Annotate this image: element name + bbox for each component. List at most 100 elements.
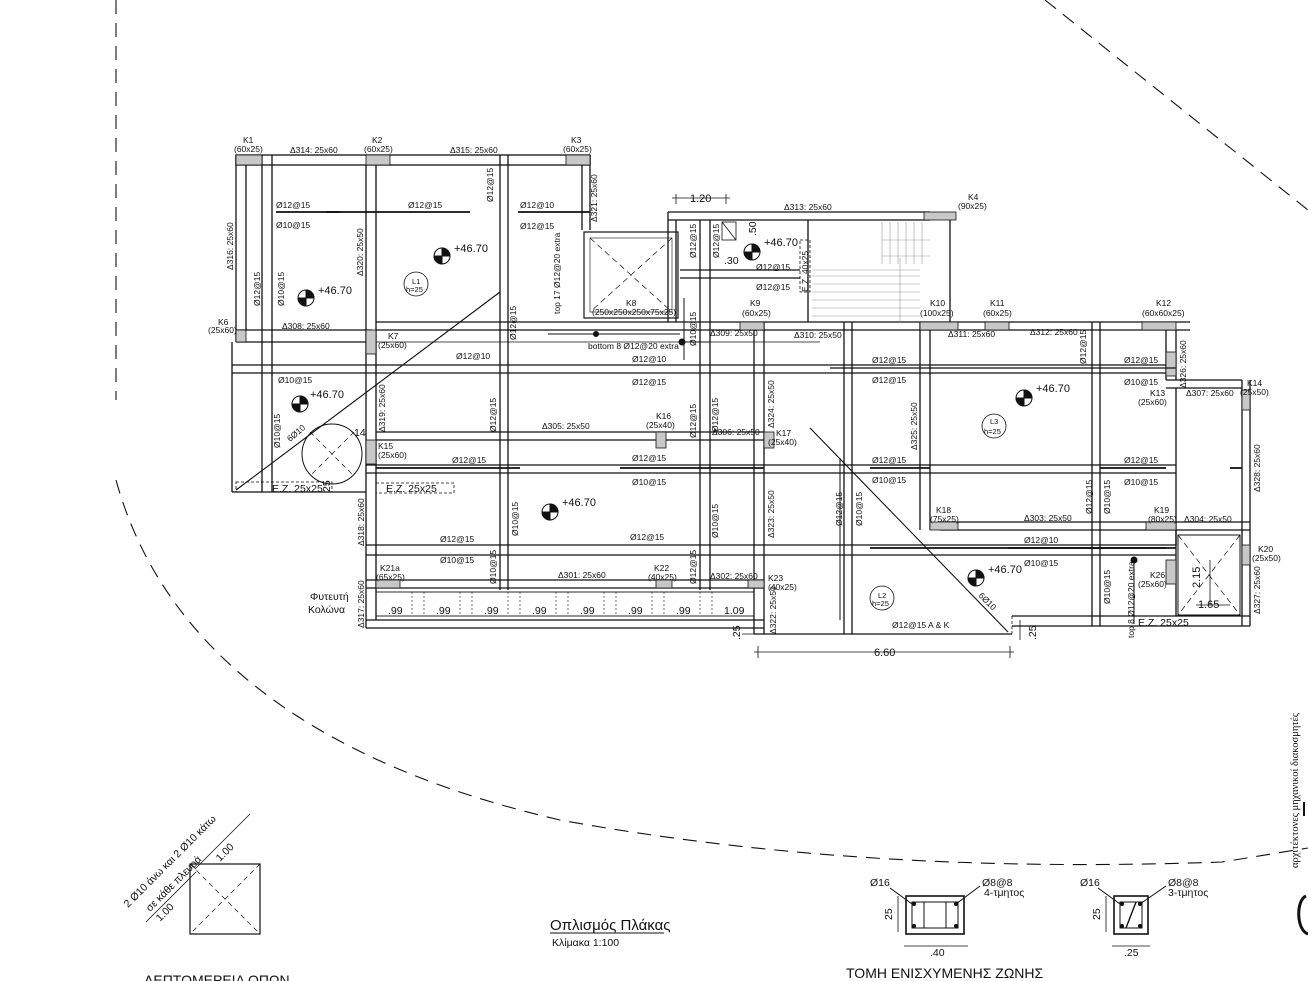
planter-zone [375,591,755,617]
beam-label: Δ321: 25x60 [589,174,599,222]
dimension-label: .99 [436,605,451,617]
column-size: (40x25) [768,582,797,592]
column-id: K20 [1258,544,1273,554]
rebar-label: Ø12@15 [872,375,906,385]
rebar-label: Ø12@15 [1124,455,1158,465]
rebar-label: Ø12@15 A & K [892,620,950,630]
beam-label: Δ316: 25x60 [225,222,235,270]
beam-label: Δ315: 25x60 [450,145,498,155]
section-detail-1: Ø16 Ø8@8 4-τμητος 25 .40 [870,877,1024,959]
dimension-label: .99 [580,605,595,617]
column-id: K14 [1247,378,1262,388]
elevation-marks [291,243,1033,587]
column-id: K9 [750,298,761,308]
slab-markers [403,271,1007,611]
rebar-label: Ø12@10 [1024,535,1058,545]
section-type: 4-τμητος [984,887,1024,899]
column-size: (25x60) [1138,579,1167,589]
detail-title: ΛΕΠΤΟΜΕΡΕΙΑ ΟΠΩΝ [144,972,290,981]
dimension-label: 14 [354,427,366,439]
column-size: (60x60x25) [1142,308,1185,318]
section-h: 25 [1091,908,1103,920]
rebar-label: Ø12@15 [632,377,666,387]
rebar-label: Ø12@10 [632,354,666,364]
dimension-label: 1.09 [724,605,745,617]
rebar-label: Ø12@15 [252,272,262,306]
column-size: (100x25) [920,308,954,318]
beam-labels-vertical: Δ316: 25x60 Δ320: 25x50 Δ321: 25x60 Δ326… [225,174,1262,634]
beam-label: Δ301: 25x60 [558,570,606,580]
section-w: .25 [1124,947,1139,959]
column-id: K15 [378,441,393,451]
rebar-label: Ø10@15 [276,272,286,306]
beam-label: Δ325: 25x50 [909,402,919,450]
column-size: (80x25) [1148,514,1177,524]
beam-label: Δ324: 25x50 [766,380,776,428]
site-boundary [115,0,1308,866]
column-size: (25x60) [208,325,237,335]
section-stirrup: Ø8@8 [1168,877,1199,889]
columns-fill [235,154,1251,589]
rebar-label: Ø10@15 [276,220,310,230]
column-id: K17 [776,428,791,438]
rebar-label: Ø12@15 [834,492,844,526]
beam-labels: Δ314: 25x60 Δ315: 25x60 Δ313: 25x60 Δ308… [282,145,1234,581]
beam-label: Δ318: 25x60 [356,498,366,546]
column-id: K16 [656,411,671,421]
rebar-label: Ø10@15 [854,492,864,526]
beam-label: Δ326: 25x60 [1178,340,1188,388]
column-size: (60x25) [742,308,771,318]
rebar-label: Ø12@10 [456,351,490,361]
dimension-label: .99 [676,605,691,617]
dimension-labels: 1.20 .50 .30 6.60 .25 .25 2.15 1.65 14 2… [321,193,1219,659]
k8-arrows [548,298,1138,624]
rebar-label: Ø12@15 [1084,480,1094,514]
rebar-label: Ø10@15 [488,550,498,584]
column-id: K8 [626,298,637,308]
beam-label: Δ303: 25x50 [1024,513,1072,523]
column-size: (25x40) [646,420,675,430]
slab-h: h=25 [872,599,889,608]
column-id: K22 [654,563,669,573]
section-stirrup: Ø8@8 [982,877,1013,889]
rebar-label: Ø10@15 [632,477,666,487]
rebar-labels-vertical: Ø12@15 top 17 Ø12@20 extra Ø12@15 Ø10@15… [252,168,1136,638]
rebar-label: Ø12@15 [710,398,720,432]
rebar-label: 6Ø10 [977,590,999,612]
column-id: K11 [990,298,1005,308]
stairs [812,222,930,322]
rebar-label: Ø12@15 [408,200,442,210]
rebar-label: Ø12@15 [1078,330,1088,364]
zone-labels: Ε.Ζ. 25x25 Ε.Ζ. 25x25 Ε.Ζ. 25x25 Ε.Ζ. 40… [272,251,1189,629]
section-h: 25 [883,908,895,920]
elevation-label: +46.70 [562,497,596,509]
beam-label: Δ328: 25x60 [1252,444,1262,492]
dimension-label: .25 [1027,625,1039,640]
elevation-label: +46.70 [1036,383,1070,395]
slab-h: h=25 [406,285,423,294]
rebar-label: Ø10@15 [440,555,474,565]
rebar-label: Ø10@15 [1124,477,1158,487]
column-labels: K1 (60x25) K2 (60x25) K3 (60x25) K4 (90x… [208,135,1281,592]
elevation-labels: +46.70 +46.70 +46.70 +46.70 +46.70 +46.7… [310,237,1070,576]
column-id: K12 [1156,298,1171,308]
beam-label: Δ302: 25x60 [710,571,758,581]
slab-id: L1 [412,277,420,286]
rebar-label: Ø12@15 [452,455,486,465]
rebar-label: Ø12@15 [630,532,664,542]
elevation-label: +46.70 [988,564,1022,576]
beam-label: Δ311: 25x60 [948,329,995,339]
column-id: K26 [1150,570,1165,580]
rebar-label: Ø10@15 [1102,570,1112,604]
slab-labels: L1 h=25 L2 h=25 L3 h=25 [406,277,1001,608]
beam-label: Δ304: 25x50 [1184,514,1232,524]
rebar-label: Ø12@15 [688,550,698,584]
beam-label: Δ317: 25x60 [356,580,366,628]
rebar-label: Ø12@15 [276,200,310,210]
column-id: K4 [968,192,979,202]
section-detail-2: Ø16 Ø8@8 3-τμητος 25 .25 [1080,877,1208,959]
dimension-label: .99 [532,605,547,617]
diagonal-cuts [235,291,1009,633]
